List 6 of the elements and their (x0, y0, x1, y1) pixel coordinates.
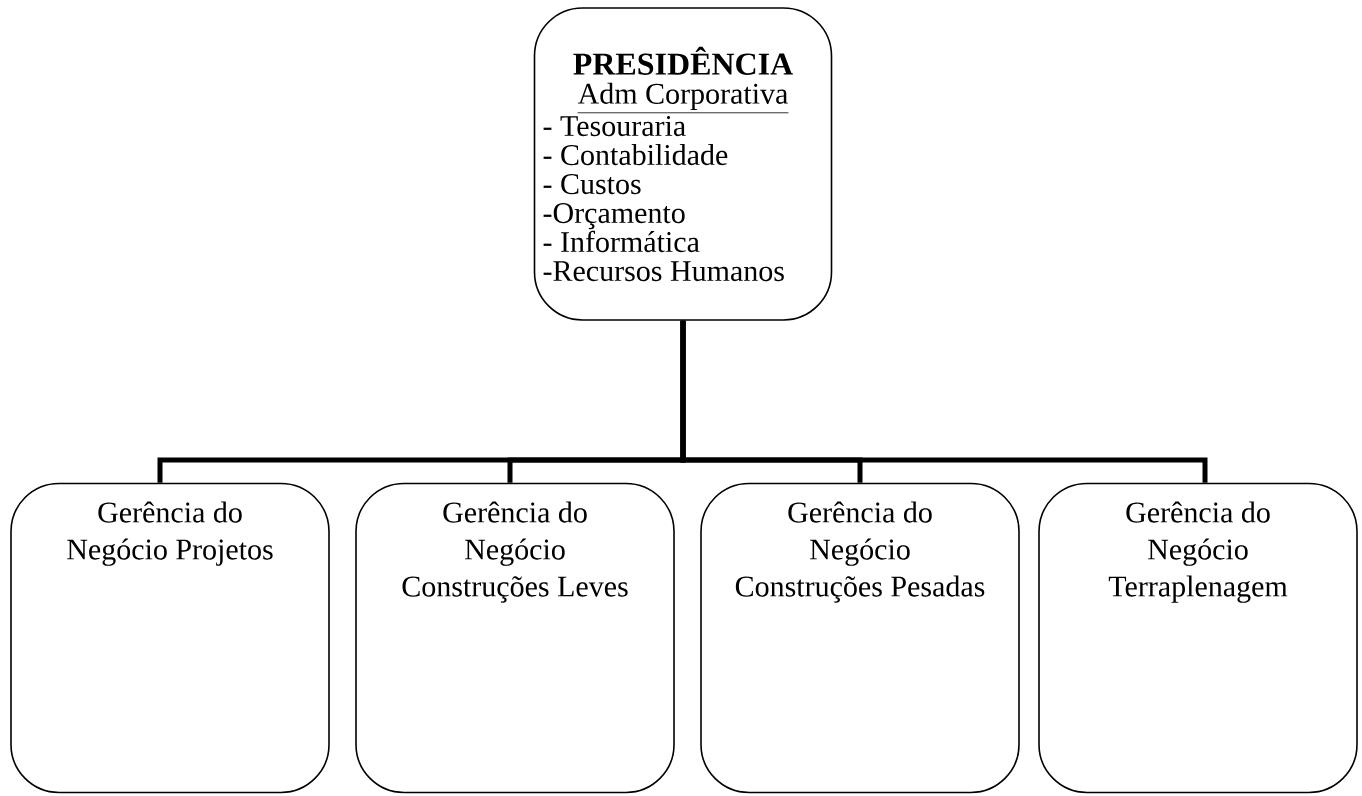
rounded-box: PRESIDÊNCIA Adm Corporativa - Tesouraria - Contabilidade - Custos -Orçamento - Informática -Recursos Humanos (533, 7, 833, 321)
connector-line (680, 320, 1208, 483)
rounded-box: Gerência do Negócio Projetos (10, 482, 330, 794)
rounded-box: Gerência do Negócio Construções Pesadas (700, 482, 1020, 794)
rounded-box: Gerência do Negócio Construções Leves (355, 482, 675, 794)
rounded-box: Gerência do Negócio Terraplenagem (1038, 482, 1358, 794)
